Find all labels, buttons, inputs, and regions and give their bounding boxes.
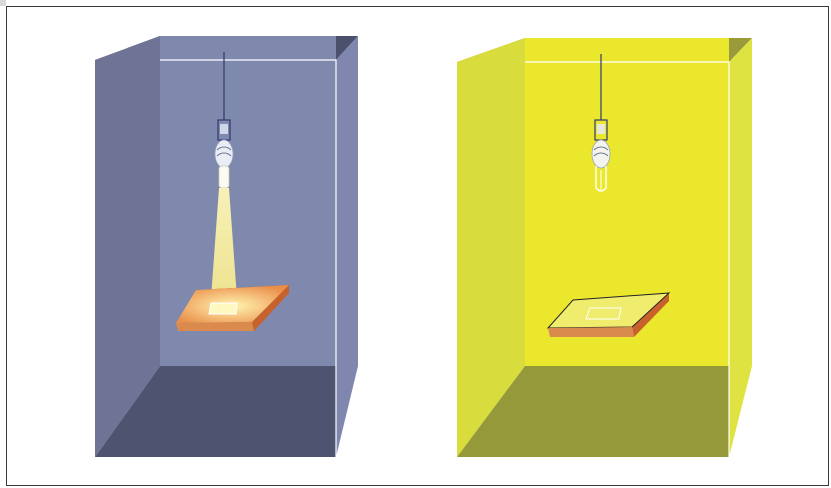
slab-right-side (252, 285, 289, 331)
room-unlit-left-wall (457, 38, 525, 457)
slab-right-side (632, 293, 669, 337)
light-beam (210, 188, 238, 312)
corner-mark (0, 0, 6, 6)
slab-front-side (548, 327, 634, 337)
room-unlit-floor (457, 366, 729, 457)
lamp-tube (218, 165, 230, 189)
lamp-bulb-base (214, 139, 234, 169)
room-unlit-back-wall (525, 38, 729, 366)
lamp-tube-outline (595, 166, 607, 192)
room-lit-edge (160, 59, 337, 457)
room-lit-left-wall (95, 36, 160, 457)
room-unlit-edge (525, 61, 730, 457)
slab-target-square (208, 302, 238, 315)
slab-front-side (176, 322, 254, 331)
lamp-bulb-base (591, 139, 611, 169)
room-unlit-right-wall (729, 38, 752, 457)
room-lit-right-wall (336, 36, 358, 457)
slab-target-square (585, 307, 622, 320)
room-unlit (457, 38, 752, 457)
slab-unlit (546, 292, 671, 337)
slab-lit (176, 285, 289, 331)
room-lit-back-wall (160, 36, 336, 366)
room-lit-floor (95, 366, 336, 457)
lamp-unlit (591, 54, 611, 192)
room-lit (95, 36, 358, 457)
